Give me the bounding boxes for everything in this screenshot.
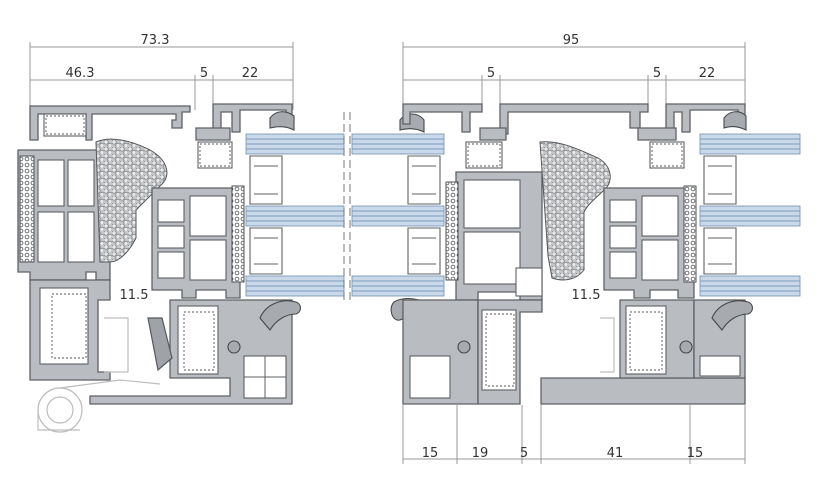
- right-frame-assembly: [402, 103, 801, 405]
- left-frame-assembly: [17, 103, 302, 433]
- dim-left-segment-c: 22: [242, 66, 259, 81]
- dim-right-overall: 95: [563, 33, 580, 48]
- left-glazing-unit: [245, 112, 351, 300]
- dim-left-inner-width: 11.5: [120, 288, 149, 303]
- dim-right-bottom-5: 15: [687, 446, 704, 461]
- dim-right-segment-b: 5: [653, 66, 661, 81]
- dim-right-bottom-3: 5: [520, 446, 528, 461]
- dim-right-inner-width: 11.5: [572, 288, 601, 303]
- dim-left-segment-a: 46.3: [66, 66, 95, 81]
- dim-right-bottom-2: 19: [472, 446, 489, 461]
- dim-left-overall: 73.3: [141, 33, 170, 48]
- dim-right-segment-a: 5: [487, 66, 495, 81]
- center-glazing-unit: [351, 113, 445, 321]
- dim-right-segment-c: 22: [699, 66, 716, 81]
- dim-right-bottom-1: 15: [422, 446, 439, 461]
- dim-right-bottom-4: 41: [607, 446, 624, 461]
- dim-left-segment-b: 5: [200, 66, 208, 81]
